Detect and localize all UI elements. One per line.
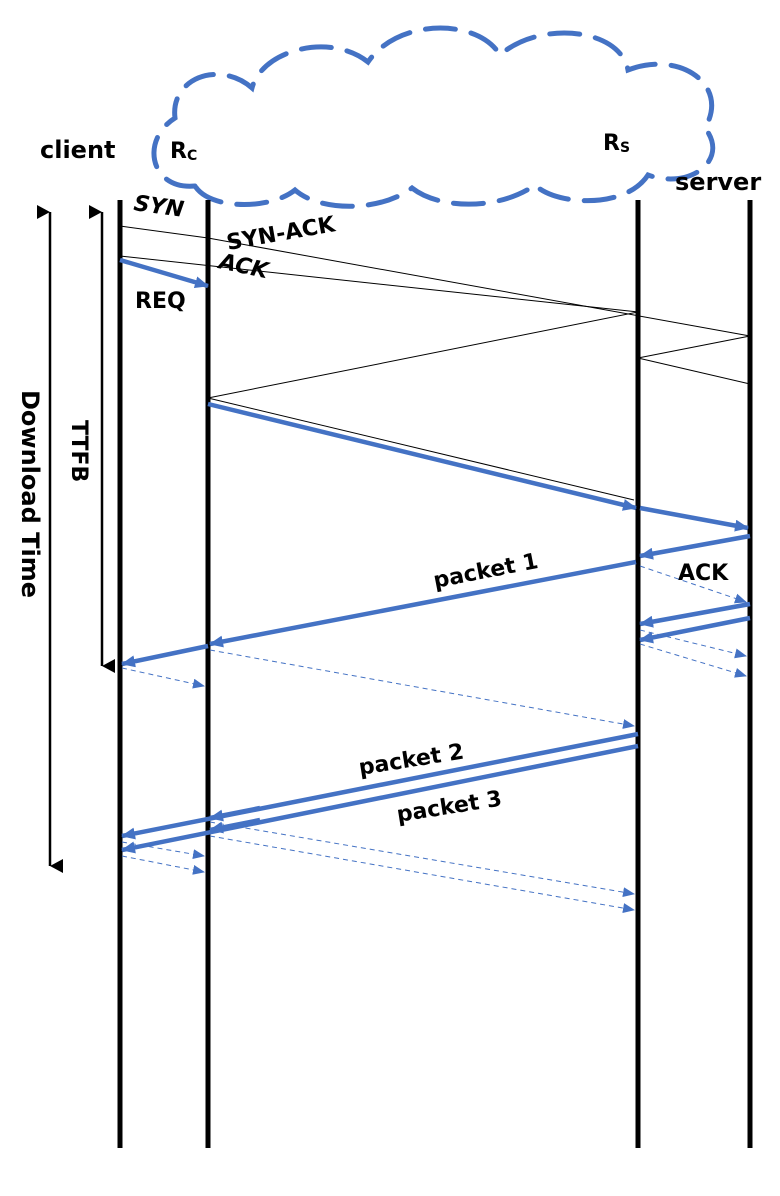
- p2-rc-marker: [209, 805, 261, 822]
- server-label: server: [675, 168, 761, 196]
- tcp-handshake: [119, 225, 751, 501]
- packet-2-3-flow: [121, 731, 639, 854]
- network-cloud: [151, 25, 716, 209]
- ack-client-to-rc-3: [121, 855, 205, 875]
- ack-rc-to-rs-1: [209, 649, 635, 729]
- syn-client-to-rc: [119, 225, 209, 239]
- download-time-label: Download Time: [16, 390, 44, 598]
- ack-rc-to-rs-2: [209, 821, 635, 898]
- packet-1-label: packet 1: [431, 549, 540, 594]
- client-side-acks-1: [121, 649, 635, 729]
- req-client-to-rc: [119, 257, 209, 289]
- ack-rc-forward: [207, 397, 635, 501]
- req-rc-to-rs: [207, 401, 637, 511]
- req-rs-to-server: [639, 505, 749, 532]
- ack-data-label: ACK: [678, 561, 729, 586]
- ack-rs-to-server-1: [639, 565, 747, 604]
- p2-server-to-rs: [639, 601, 751, 628]
- rs-label: RS: [603, 131, 630, 156]
- p3-rc-marker: [209, 817, 261, 834]
- ack-handshake-label: ACK: [215, 249, 273, 285]
- ack-rc-to-rs: [207, 311, 639, 399]
- ack-rc-to-rs-3: [209, 835, 635, 914]
- client-label: client: [40, 136, 116, 164]
- p1-rs-to-rc: [209, 559, 637, 648]
- syn-ack-label: SYN-ACK: [225, 212, 338, 256]
- synack-rs-to-client: [119, 255, 639, 313]
- p3-rs-to-client: [121, 743, 639, 854]
- p3-server-to-rs: [639, 615, 751, 644]
- server-side-acks: [639, 565, 751, 678]
- cloud-fill: [153, 28, 713, 207]
- ack-client-to-rc-1: [121, 667, 205, 689]
- ttfb-label: TTFB: [66, 420, 91, 482]
- ack-rs-to-server-2: [639, 629, 747, 659]
- p2-rs-to-client: [121, 731, 639, 840]
- packet-2-label: packet 2: [357, 740, 466, 781]
- rc-label: RC: [170, 139, 197, 164]
- syn-rc-to-server: [207, 237, 751, 337]
- packet-1-flow: [121, 533, 751, 668]
- req-label: REQ: [135, 289, 186, 314]
- ack-rs-to-server-3: [639, 643, 747, 678]
- ack-rs-to-server: [637, 357, 751, 385]
- syn-label: SYN: [132, 191, 185, 223]
- ack-client-to-rc-2: [121, 841, 205, 860]
- http-request: [119, 257, 749, 532]
- cloud-outline: [151, 25, 716, 209]
- p1-server-to-rs: [639, 533, 751, 560]
- synack-server-to-rs: [637, 335, 751, 359]
- client-side-acks-2: [121, 821, 635, 914]
- p1-rc-to-client: [121, 643, 209, 668]
